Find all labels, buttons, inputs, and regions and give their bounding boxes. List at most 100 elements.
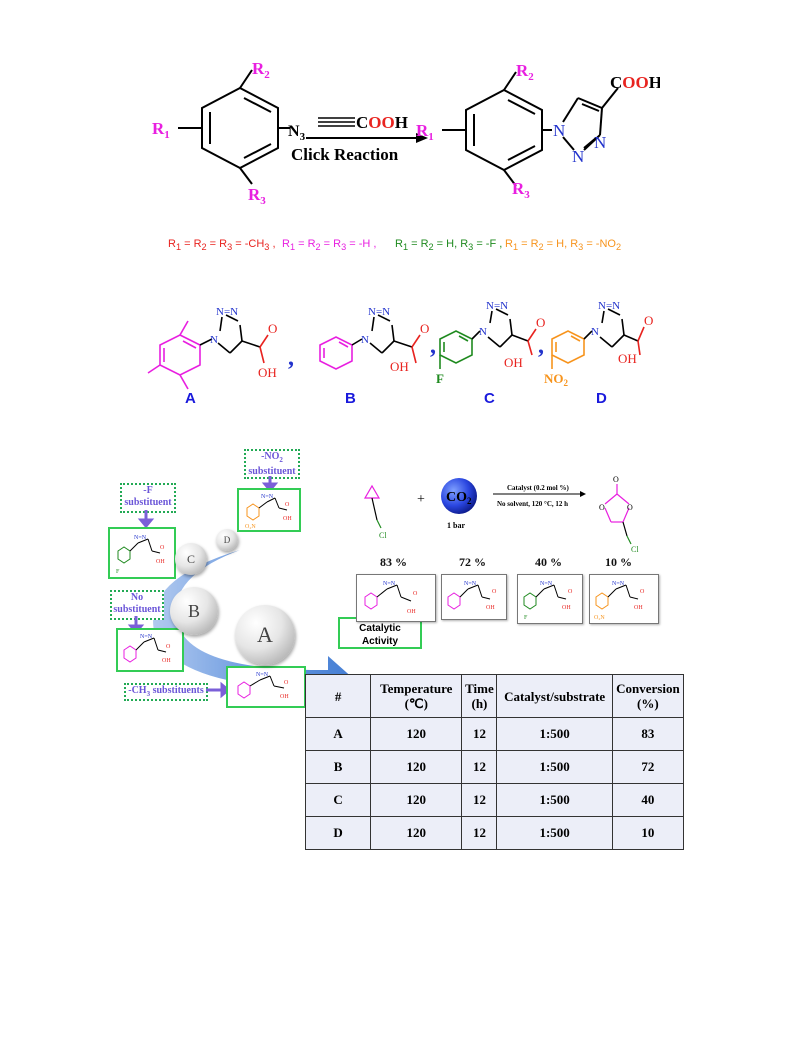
carbonate-o-ring-2: O [627, 503, 633, 512]
mini-structure-c: N=N O OH F [116, 535, 165, 575]
svg-text:OH: OH [156, 559, 165, 565]
conversion-structure-c: N=N O OH F [517, 574, 583, 624]
cell-temperature: 120 [370, 816, 463, 850]
right-benzene-ring [442, 71, 552, 187]
panel-structure-b: N=N O OH [116, 628, 184, 672]
cell-ratio: 1:500 [496, 717, 613, 751]
compound-structures: N N=N O OH , N N=N O OH , [147, 300, 653, 390]
substituent-no2: R1 = R2 = H, R3 = -NO2 [505, 238, 622, 253]
table-row: A 120 12 1:500 83 [304, 717, 685, 751]
cell-conversion: 72 [611, 750, 685, 784]
click-reaction-scheme: R2 R3 R1 N3 COOH Click Reaction R2 R3 R1 [152, 60, 660, 207]
left-r2-label: R2 [252, 60, 270, 81]
conditions-bottom: No solvent, 120 °C, 12 h [497, 500, 568, 508]
svg-text:N=N: N=N [464, 581, 477, 587]
cell-id: A [304, 717, 372, 751]
table-row: C 120 12 1:500 40 [304, 783, 685, 817]
table-header-row: # Temperature(℃) Time(h) Catalyst/substr… [304, 674, 685, 718]
cell-conversion: 10 [611, 816, 685, 850]
co2-sphere [441, 478, 477, 514]
left-r1-label: R1 [152, 119, 170, 141]
left-r3-label: R3 [248, 185, 266, 207]
svg-text:N: N [210, 334, 218, 346]
svg-text:N=N: N=N [486, 300, 508, 312]
svg-text:N=N: N=N [256, 672, 269, 678]
compound-label-d: D [596, 390, 607, 407]
svg-text:F: F [116, 569, 120, 575]
header-temperature: Temperature(℃) [370, 674, 463, 718]
compound-label-a: A [185, 390, 196, 407]
substituent-f: R1 = R2 = H, R3 = -F , [395, 238, 503, 253]
compound-c-f: F [436, 371, 444, 386]
compound-label-c: C [484, 390, 495, 407]
activity-curved-arrow [153, 550, 355, 700]
cell-ratio: 1:500 [496, 783, 613, 817]
panel-structure-d: N=N O OH O₂N [237, 488, 301, 532]
conversion-structure-d: N=N O OH O₂N [589, 574, 659, 624]
svg-text:O: O [640, 589, 645, 595]
panel-structure-c: N=N O OH F [108, 527, 176, 579]
product-n2: N [572, 147, 584, 166]
conditions-top: Catalyst (0.2 mol %) [507, 484, 569, 492]
cell-ratio: 1:500 [496, 750, 613, 784]
catalytic-activity-line2: Activity [361, 636, 399, 647]
co2-cycloaddition-scheme: Cl + CO2 1 bar Catalyst (0.2 mol %) No s… [363, 475, 639, 554]
svg-text:O: O [284, 680, 289, 686]
azide-label: N3 [288, 123, 306, 143]
left-benzene-ring [178, 69, 290, 185]
carbonate-cl: Cl [631, 545, 639, 554]
svg-text:N=N: N=N [216, 306, 238, 318]
svg-text:N=N: N=N [612, 581, 625, 587]
sphere-b: B [170, 587, 218, 635]
catalytic-activity-line1: Catalytic [359, 623, 401, 634]
compound-c-oh: OH [504, 355, 523, 370]
compound-label-b: B [345, 390, 356, 407]
compound-b: N N=N O OH [319, 306, 429, 374]
cell-time: 12 [461, 783, 498, 817]
svg-text:O: O [285, 502, 290, 508]
pressure-label: 1 bar [447, 521, 465, 530]
reagent-cooh: COOH [356, 113, 408, 132]
cell-conversion: 83 [611, 717, 685, 751]
compound-c: N N=N F O OH [436, 300, 545, 386]
svg-text:O: O [166, 644, 171, 650]
conversion-structure-b: N=N O OH [441, 574, 507, 620]
header-conversion: Conversion(%) [611, 674, 685, 718]
mini-structure-conv-d: N=N O OH O₂N [594, 581, 645, 621]
product-n3: N [594, 133, 606, 152]
cell-temperature: 120 [370, 750, 463, 784]
mini-structure-a: N=N O OH [237, 672, 289, 700]
alkyne-reagent [318, 117, 355, 127]
svg-text:O: O [413, 591, 418, 597]
svg-text:OH: OH [407, 609, 416, 615]
carbonate-o-ring: O [599, 503, 605, 512]
mini-structure-conv-a: N=N O OH [364, 581, 418, 615]
cell-ratio: 1:500 [496, 816, 613, 850]
svg-text:O: O [492, 589, 497, 595]
product-triazole-ring [562, 87, 619, 151]
results-table: # Temperature(℃) Time(h) Catalyst/substr… [304, 674, 685, 850]
cell-id: D [304, 816, 372, 850]
sphere-a: A [235, 605, 295, 665]
table-row: D 120 12 1:500 10 [304, 816, 685, 850]
co2-label: CO2 [446, 490, 472, 506]
svg-text:O: O [160, 545, 165, 551]
svg-text:O₂N: O₂N [245, 524, 256, 530]
svg-text:N=N: N=N [140, 634, 153, 640]
sphere-d: D [216, 529, 238, 551]
header-number: # [304, 674, 372, 718]
compound-d-no2: NO2 [544, 371, 569, 388]
svg-text:N=N: N=N [261, 494, 274, 500]
right-r2-label: R2 [516, 61, 534, 83]
substituent-h: R1 = R2 = R3 = -H , [282, 238, 377, 253]
epoxide-cl: Cl [379, 531, 387, 540]
svg-text:N=N: N=N [383, 581, 396, 587]
cell-id: B [304, 750, 372, 784]
svg-text:OH: OH [283, 516, 292, 522]
mini-structure-conv-b: N=N O OH [447, 581, 497, 611]
substituent-ch3: R1 = R2 = R3 = -CH3 , [168, 238, 276, 253]
conversion-b: 72 % [459, 555, 486, 569]
cell-temperature: 120 [370, 783, 463, 817]
mini-structure-conv-c: N=N O OH F [523, 581, 573, 621]
carbonate-o-carbonyl: O [613, 475, 619, 484]
